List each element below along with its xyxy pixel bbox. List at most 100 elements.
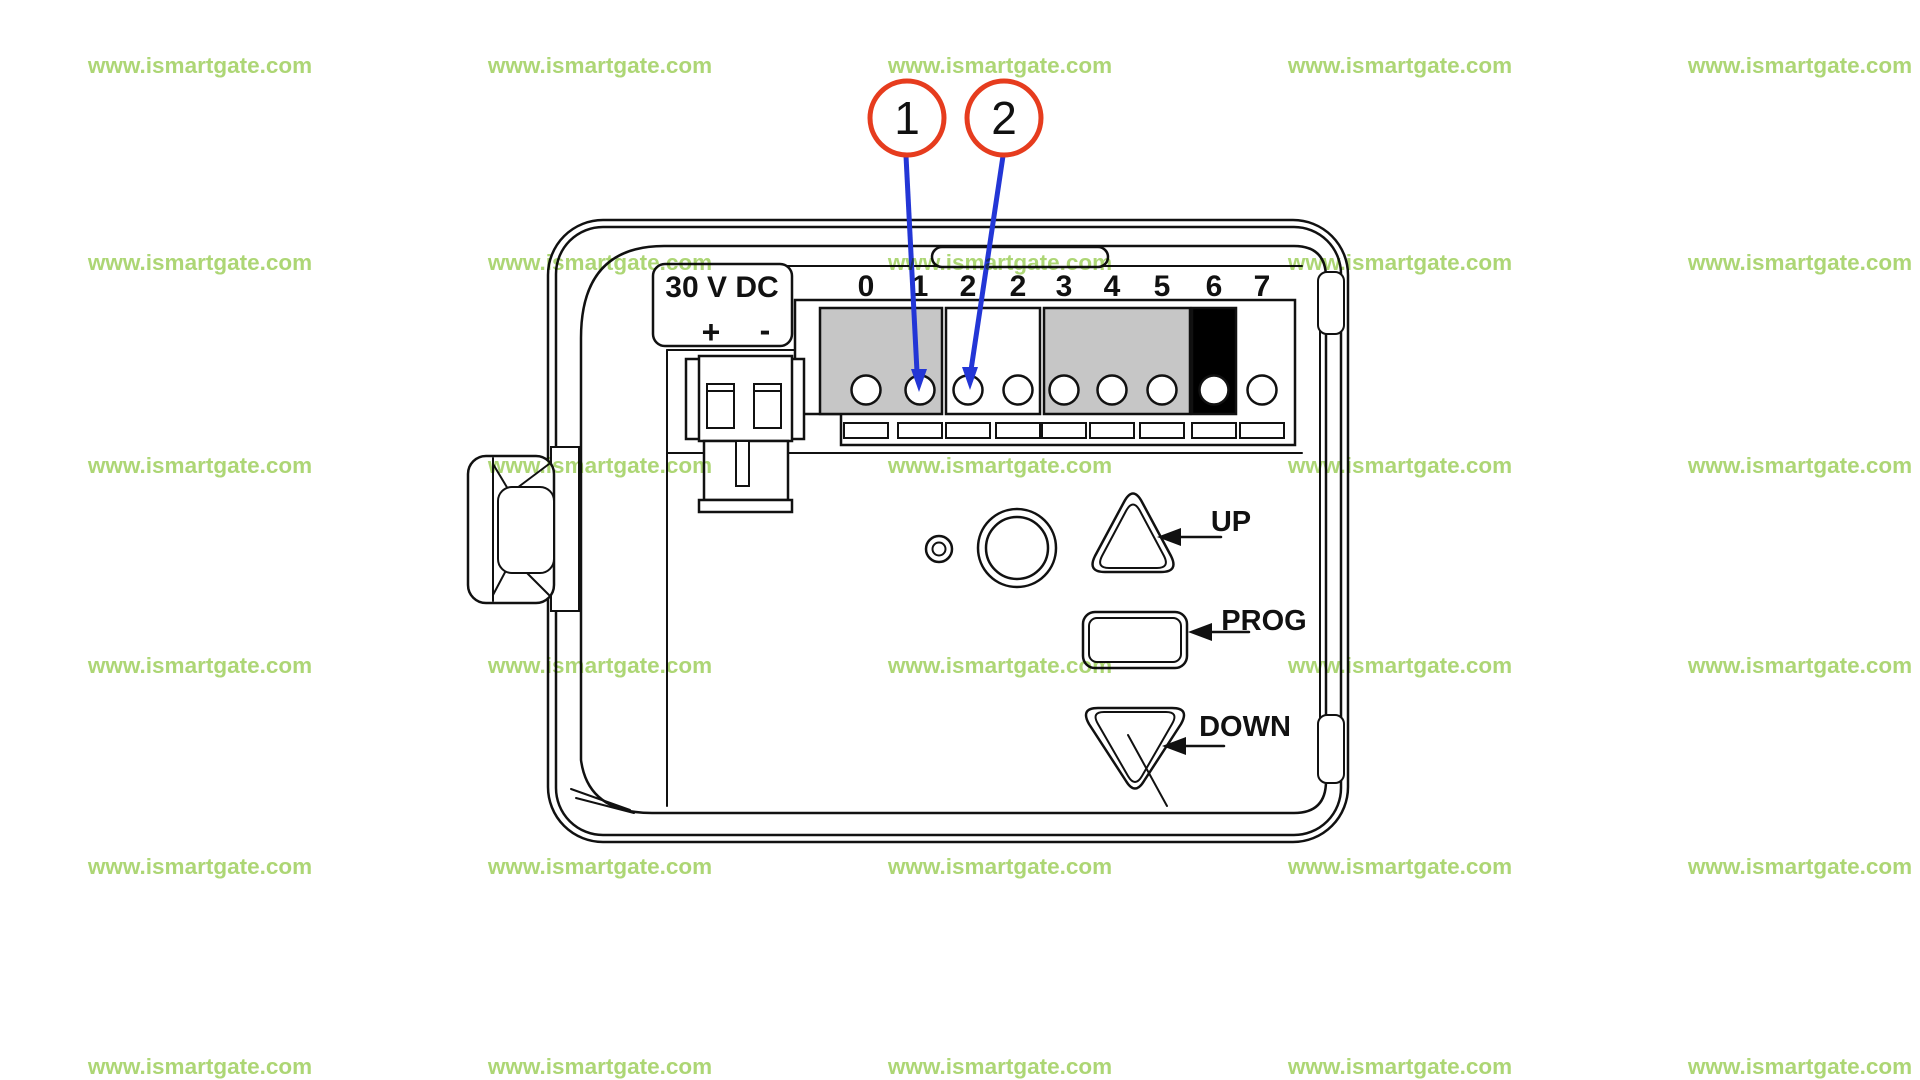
terminal-slot (1089, 422, 1135, 439)
watermark-text: www.ismartgate.com (1687, 250, 1912, 275)
callout-1-arrow-head (911, 369, 927, 392)
down-button-inner-edge (1094, 711, 1176, 783)
terminal-slot (1239, 422, 1285, 439)
terminal-slot (945, 422, 991, 439)
watermark-text: www.ismartgate.com (487, 53, 712, 78)
terminal-hole (1146, 374, 1178, 406)
callout-2-arrow-head (962, 367, 978, 390)
terminal-holes (850, 374, 1278, 406)
prog-button-face (1088, 617, 1182, 663)
terminal-label: 2 (1010, 270, 1027, 303)
callout-1-badge (867, 78, 947, 158)
watermark-layer: www.ismartgate.com www.ismartgate.com www.… (87, 53, 1912, 1079)
watermark-text: www.ismartgate.com (887, 653, 1112, 678)
watermark-text: www.ismartgate.com (87, 250, 312, 275)
prog-arrow-head (1188, 623, 1212, 641)
watermark-text: www.ismartgate.com (1687, 1054, 1912, 1079)
watermark-text: www.ismartgate.com (487, 453, 712, 478)
watermark-text: www.ismartgate.com (887, 453, 1112, 478)
terminal-label: 6 (1206, 270, 1223, 303)
panel-chamfer-line (570, 788, 631, 811)
callout-2-badge (964, 78, 1044, 158)
terminal-slot (1191, 422, 1237, 439)
watermark-text: www.ismartgate.com (1287, 250, 1512, 275)
power-section: 30 V DC + - (651, 262, 794, 350)
round-button-face (984, 515, 1050, 581)
down-arrow-head (1162, 737, 1186, 755)
prog-button-group: PROG (1081, 605, 1307, 670)
down-button-group: DOWN (1084, 706, 1291, 807)
callout-1-leader-line (903, 155, 920, 373)
watermark-text: www.ismartgate.com (87, 653, 312, 678)
watermark-text: www.ismartgate.com (87, 453, 312, 478)
down-button-label: DOWN (1199, 711, 1291, 743)
power-voltage-label: 30 V DC (665, 271, 778, 304)
indicator-and-button (924, 507, 1058, 589)
case-clip-bottom-right (1317, 714, 1345, 784)
up-button-group: UP (1091, 492, 1251, 574)
watermark-text: www.ismartgate.com (1687, 453, 1912, 478)
watermark-text: www.ismartgate.com (1287, 1054, 1512, 1079)
terminal-hole (1246, 374, 1278, 406)
prog-button-label: PROG (1221, 605, 1306, 637)
watermark-text: www.ismartgate.com (487, 1054, 712, 1079)
watermark-text: www.ismartgate.com (487, 250, 712, 275)
left-mounting-tab (466, 446, 580, 612)
watermark-text: www.ismartgate.com (887, 53, 1112, 78)
power-plus-label: + (702, 314, 721, 350)
terminal-hole (1002, 374, 1034, 406)
watermark-text: www.ismartgate.com (87, 53, 312, 78)
watermark-text: www.ismartgate.com (1287, 653, 1512, 678)
watermark-text: www.ismartgate.com (1687, 854, 1912, 879)
connector-bottom-plate (697, 498, 794, 514)
watermark-text: www.ismartgate.com (487, 653, 712, 678)
callout-2-leader-line (968, 155, 1006, 371)
panel-top-tab (930, 245, 1110, 269)
down-leader-line (1127, 734, 1168, 807)
terminal-slot (1139, 422, 1185, 439)
power-minus-label: - (760, 312, 771, 348)
watermark-text: www.ismartgate.com (1287, 854, 1512, 879)
terminal-hole (850, 374, 882, 406)
terminal-hole (1048, 374, 1080, 406)
terminal-label: 4 (1104, 270, 1121, 303)
watermark-text: www.ismartgate.com (887, 1054, 1112, 1079)
watermark-text: www.ismartgate.com (887, 250, 1112, 275)
watermark-text: www.ismartgate.com (1687, 53, 1912, 78)
terminal-slot (897, 422, 943, 439)
callouts: 1 2 (867, 78, 1044, 392)
terminal-label: 5 (1154, 270, 1171, 303)
up-button (1091, 492, 1175, 574)
panel-chamfer-line (575, 797, 635, 814)
up-arrow-head (1157, 528, 1181, 546)
mount-tab-center (497, 486, 555, 574)
terminal-slot (843, 422, 889, 439)
terminal-label: 7 (1254, 270, 1271, 303)
up-button-label: UP (1211, 506, 1251, 538)
watermark-text: www.ismartgate.com (87, 1054, 312, 1079)
terminal-slot (1041, 422, 1087, 439)
mount-tab-neck (550, 446, 580, 612)
terminal-label: 1 (912, 270, 929, 303)
callout-2-number: 2 (991, 92, 1017, 144)
watermark-text: www.ismartgate.com (1287, 53, 1512, 78)
power-connector (684, 354, 806, 514)
callout-1-number: 1 (894, 92, 920, 144)
terminal-hole (1198, 374, 1230, 406)
watermark-text: www.ismartgate.com (1287, 453, 1512, 478)
watermark-text: www.ismartgate.com (487, 854, 712, 879)
case-clip-top-right (1317, 271, 1345, 335)
power-label-box (651, 262, 794, 348)
watermark-text: www.ismartgate.com (887, 854, 1112, 879)
led-indicator-core (931, 541, 947, 557)
connector-center-notch (735, 440, 750, 487)
terminal-label: 0 (858, 270, 875, 303)
right-side-clips (1317, 271, 1345, 784)
terminal-hole (1096, 374, 1128, 406)
watermark-text: www.ismartgate.com (1687, 653, 1912, 678)
terminal-slot (995, 422, 1041, 439)
